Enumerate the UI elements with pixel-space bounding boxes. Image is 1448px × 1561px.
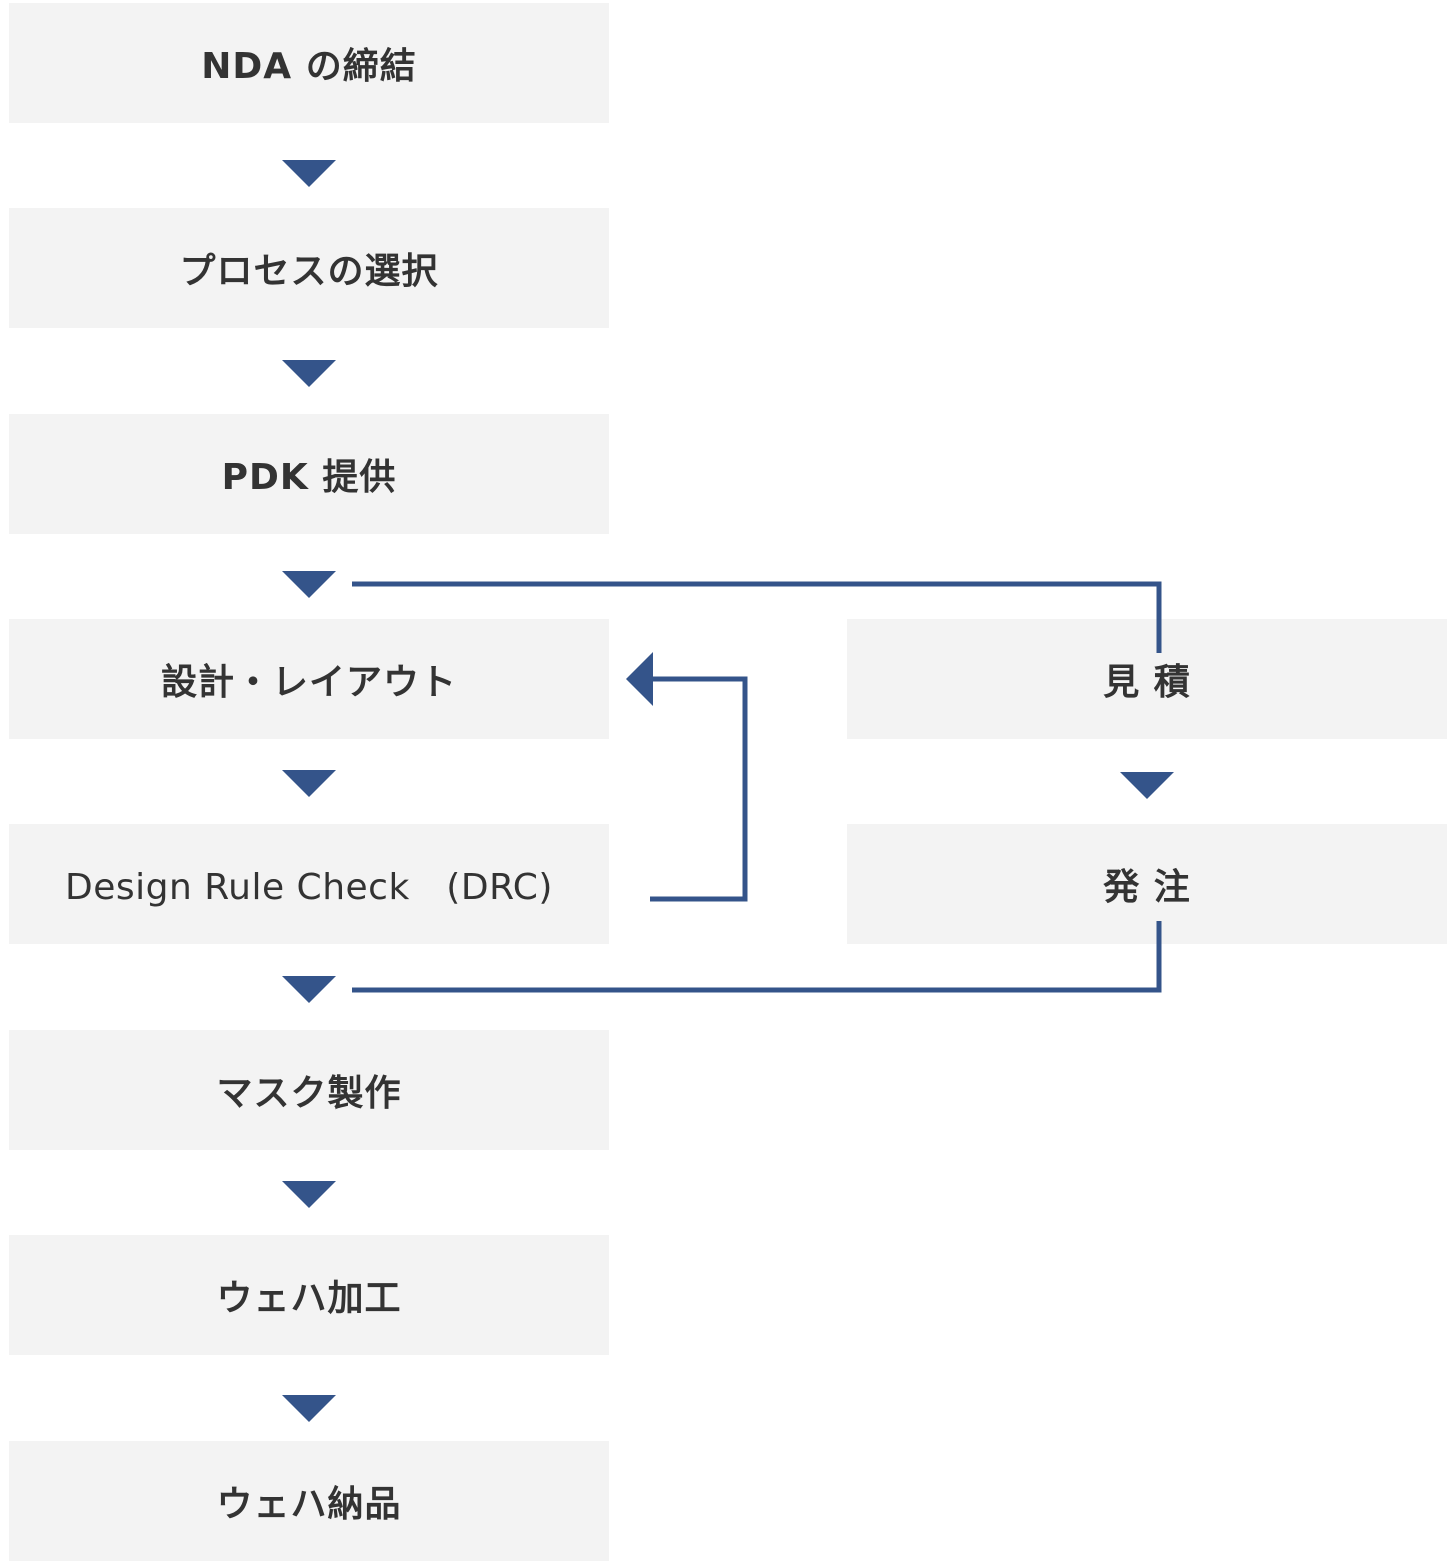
arrow-quote-to-order <box>1120 772 1174 799</box>
step-process-selection: プロセスの選択 <box>9 208 609 328</box>
connector-order-to-mask <box>352 921 1162 993</box>
step-mask: マスク製作 <box>9 1030 609 1150</box>
step-wafer-delivery: ウェハ納品 <box>9 1441 609 1561</box>
step-pdk: PDK 提供 <box>9 414 609 534</box>
step-quote-label: 見 積 <box>1103 662 1191 703</box>
step-order-label: 発 注 <box>1103 867 1191 908</box>
step-wafer-process: ウェハ加工 <box>9 1235 609 1355</box>
step-wafer-delivery-label: ウェハ納品 <box>216 1484 402 1525</box>
arrow-feedback-to-design <box>626 652 653 706</box>
step-drc: Design Rule Check (DRC) <box>9 824 609 944</box>
step-design-layout: 設計・レイアウト <box>9 619 609 739</box>
arrow-nda-to-process <box>282 160 336 187</box>
step-pdk-label: PDK 提供 <box>221 457 397 498</box>
arrow-wafer-process-to-delivery <box>282 1395 336 1422</box>
arrow-mask-to-wafer-process <box>282 1181 336 1208</box>
step-design-layout-label: 設計・レイアウト <box>160 662 457 703</box>
step-nda: NDA の締結 <box>9 3 609 123</box>
connector-drc-feedback <box>650 676 748 902</box>
arrow-process-to-pdk <box>282 360 336 387</box>
step-nda-label: NDA の締結 <box>201 46 417 87</box>
connector-pdk-to-quote <box>352 581 1162 653</box>
arrow-pdk-to-design <box>282 571 336 598</box>
step-order: 発 注 <box>847 824 1447 944</box>
arrow-drc-to-mask <box>282 976 336 1003</box>
step-drc-label: Design Rule Check (DRC) <box>65 867 553 908</box>
step-mask-label: マスク製作 <box>216 1073 402 1114</box>
step-wafer-process-label: ウェハ加工 <box>216 1278 402 1319</box>
step-process-selection-label: プロセスの選択 <box>179 251 439 292</box>
step-quote: 見 積 <box>847 619 1447 739</box>
arrow-design-to-drc <box>282 770 336 797</box>
